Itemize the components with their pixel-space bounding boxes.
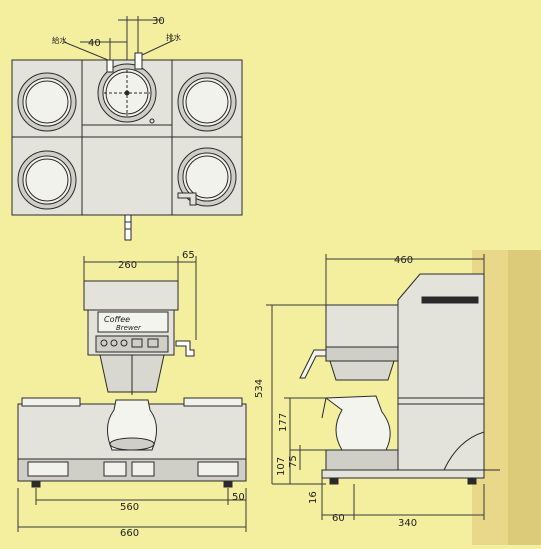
- burner-top-right: [177, 72, 237, 132]
- dim-107: 107: [276, 457, 287, 476]
- burner-bottom-right: [177, 147, 237, 207]
- dim-177: 177: [278, 413, 289, 432]
- dim-60: 60: [332, 513, 345, 524]
- dim-16: 16: [308, 491, 319, 504]
- dim-75: 75: [288, 455, 299, 468]
- logo-line1: Coffee: [104, 315, 130, 324]
- front-view: [17, 256, 247, 532]
- dim-560: 560: [120, 502, 139, 513]
- burner-bottom-left: [17, 150, 77, 210]
- logo-line2: Brewer: [116, 324, 142, 332]
- dim-50: 50: [232, 492, 245, 503]
- burner-top-center: [97, 63, 157, 123]
- side-view: [266, 254, 500, 520]
- label-water-supply: 給水: [52, 35, 67, 45]
- dim-340: 340: [398, 518, 417, 529]
- label-water-drain: 排水: [166, 32, 181, 42]
- dim-30: 30: [152, 16, 165, 27]
- burner-top-left: [17, 72, 77, 132]
- dim-660: 660: [120, 528, 139, 539]
- dim-40: 40: [88, 38, 101, 49]
- dim-460: 460: [394, 255, 413, 266]
- dim-534: 534: [254, 379, 265, 398]
- dim-65: 65: [182, 250, 195, 261]
- top-view: [11, 16, 243, 241]
- dim-260: 260: [118, 260, 137, 271]
